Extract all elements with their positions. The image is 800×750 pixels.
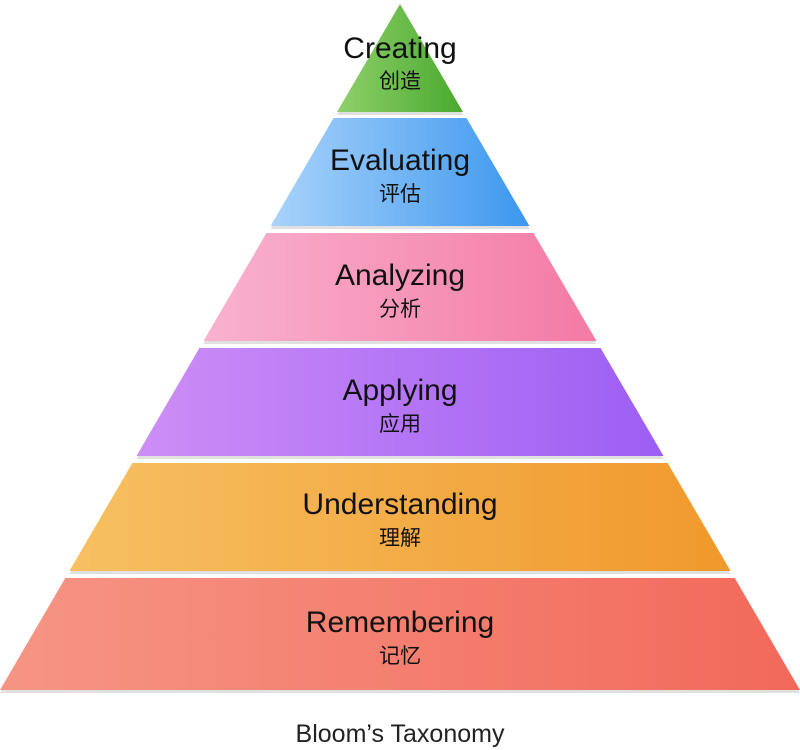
tier-sublabel-remembering: 记忆 [379,644,421,668]
tier-evaluating [270,118,530,226]
tier-applying [136,348,664,456]
tier-sublabel-applying: 应用 [379,412,421,436]
tier-label-analyzing: Analyzing [335,259,465,292]
tier-creating [337,4,463,112]
tier-sublabel-creating: 创造 [379,69,421,93]
diagram-caption: Bloom’s Taxonomy [296,720,505,748]
tier-label-evaluating: Evaluating [330,144,470,177]
tier-label-remembering: Remembering [306,606,494,639]
tier-sublabel-evaluating: 评估 [379,182,421,206]
tier-label-understanding: Understanding [302,488,497,521]
tier-label-applying: Applying [342,374,457,407]
tier-sublabel-understanding: 理解 [379,526,421,550]
tier-understanding [69,463,731,571]
tier-label-creating: Creating [343,32,456,65]
tier-remembering [0,578,800,690]
tier-analyzing [203,233,597,341]
tier-sublabel-analyzing: 分析 [379,297,421,321]
